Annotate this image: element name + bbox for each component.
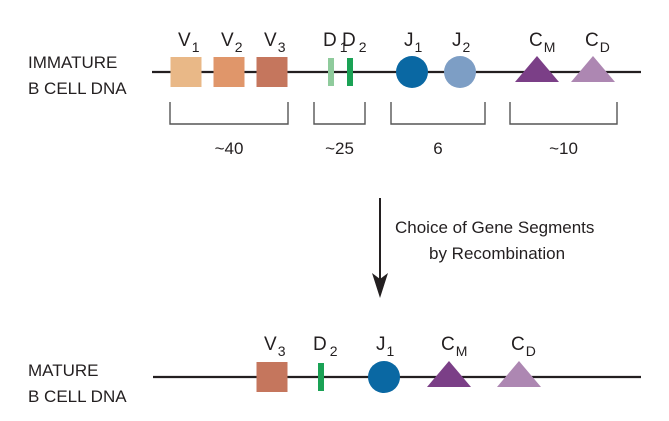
segment-label-subscript: 1 (192, 39, 200, 55)
bracket-group-d: ~25 (313, 102, 366, 158)
segment-square-v1 (170, 57, 202, 87)
segment-label-base: V (178, 30, 191, 51)
segment-label-base: V (264, 30, 277, 51)
bracket-group-v: ~40 (169, 102, 289, 158)
segment-label-base: V (264, 334, 277, 355)
segment-circle-j1 (368, 361, 400, 393)
bracket-group-c: ~10 (509, 102, 618, 158)
segment-label-j1: J1 (376, 334, 395, 359)
segment-label-base: D (313, 334, 327, 355)
segment-label-base: J (452, 30, 462, 51)
segment-label-base: D (323, 30, 337, 51)
segment-label-j1: J1 (404, 30, 423, 55)
segment-circle-j1 (396, 56, 428, 88)
segment-label-cm: CM (441, 334, 467, 359)
segment-label-base: J (376, 334, 386, 355)
mature-label-line1: MATURE (28, 361, 99, 380)
segment-label-subscript: 2 (359, 39, 367, 55)
segment-label-subscript: D (600, 39, 610, 55)
segment-square-v3 (256, 57, 288, 87)
bracket-line (390, 102, 486, 125)
segment-label-subscript: 3 (278, 343, 286, 359)
segment-label-cd: CD (511, 334, 536, 359)
segment-label-cm: CM (529, 30, 555, 55)
segment-square-v2 (213, 57, 245, 87)
segment-triangle-cm (515, 56, 559, 82)
gene-segment-v3: V3 (256, 30, 288, 87)
segment-label-subscript: 1 (340, 39, 348, 55)
segment-label-subscript: M (456, 343, 468, 359)
segment-bar-d2 (318, 363, 324, 391)
segment-triangle-cd (497, 361, 541, 387)
segment-label-j2: J2 (452, 30, 471, 55)
gene-segment-j2: J2 (444, 30, 476, 88)
gene-segment-j1: J1 (396, 30, 428, 88)
bracket-line (509, 102, 618, 125)
segment-bar-d2 (347, 58, 353, 86)
gene-segment-cd: CD (571, 30, 615, 82)
segment-label-v1: V1 (178, 30, 200, 55)
segment-label-base: D (342, 30, 356, 51)
segment-label-cd: CD (585, 30, 610, 55)
gene-segment-cm: CM (427, 334, 471, 387)
mature-label-line2: B CELL DNA (28, 387, 127, 406)
bracket-line (313, 102, 366, 125)
segment-label-subscript: M (544, 39, 556, 55)
gene-segment-v3: V3 (256, 334, 288, 392)
arrow-caption-line1: Choice of Gene Segments (395, 218, 594, 237)
immature-brackets: ~40 ~25 6 ~10 (169, 102, 618, 158)
segment-label-base: C (529, 30, 543, 51)
arrow-caption-line2: by Recombination (429, 244, 565, 263)
segment-label-v3: V3 (264, 334, 286, 359)
segment-label-base: C (441, 334, 455, 355)
segment-label-base: C (585, 30, 599, 51)
segment-label-base: V (221, 30, 234, 51)
segment-label-subscript: 1 (415, 39, 423, 55)
segment-label-v3: V3 (264, 30, 286, 55)
immature-label-line1: IMMATURE (28, 53, 117, 72)
recombination-arrow-group: Choice of Gene Segments by Recombination (372, 198, 594, 298)
segment-label-base: J (404, 30, 414, 51)
segment-count-c: ~10 (549, 139, 578, 158)
gene-segment-cd: CD (497, 334, 541, 387)
immature-label-line2: B CELL DNA (28, 79, 127, 98)
segment-label-subscript: D (526, 343, 536, 359)
gene-segment-v1: V1 (170, 30, 202, 87)
segment-triangle-cd (571, 56, 615, 82)
segment-bar-d1 (328, 58, 334, 86)
segment-square-v3 (256, 362, 288, 392)
segment-count-j: 6 (433, 139, 442, 158)
segment-label-subscript: 2 (330, 343, 338, 359)
gene-segment-cm: CM (515, 30, 559, 82)
segment-count-d: ~25 (325, 139, 354, 158)
segment-triangle-cm (427, 361, 471, 387)
segment-label-subscript: 2 (463, 39, 471, 55)
segment-label-subscript: 2 (235, 39, 243, 55)
segment-count-v: ~40 (215, 139, 244, 158)
bracket-group-j: 6 (390, 102, 486, 158)
bracket-line (169, 102, 289, 125)
segment-label-subscript: 3 (278, 39, 286, 55)
segment-label-base: C (511, 334, 525, 355)
segment-label-v2: V2 (221, 30, 243, 55)
gene-segment-j1: J1 (368, 334, 400, 393)
segment-label-subscript: 1 (387, 343, 395, 359)
segment-circle-j2 (444, 56, 476, 88)
arrow-down-icon (372, 273, 388, 298)
gene-segment-v2: V2 (213, 30, 245, 87)
